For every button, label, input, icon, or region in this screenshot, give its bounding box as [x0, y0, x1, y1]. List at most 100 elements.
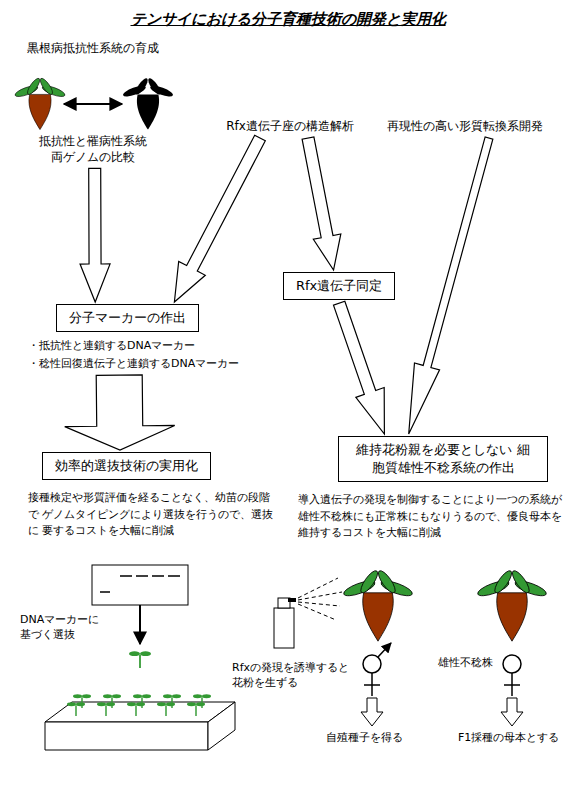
flower-symbol — [361, 643, 391, 726]
susceptible-beet — [137, 94, 159, 129]
seedling-tray — [45, 722, 208, 750]
spray-bottle — [298, 592, 342, 600]
seedling — [163, 694, 172, 698]
process-box: 分子マーカーの作出・抵抗性と連鎖するDNAマーカー・稔性回復遺伝子と連鎖するDN… — [28, 304, 268, 372]
spray-bottle — [298, 602, 340, 606]
diagram-title: テンサイにおける分子育種技術の開発と実用化 — [0, 10, 576, 29]
flow-connector — [174, 135, 265, 302]
female-symbol — [504, 684, 520, 686]
seedling — [165, 705, 166, 716]
seedling — [140, 651, 151, 656]
source-heading: 再現性の高い形質転換系開発 — [385, 118, 545, 135]
seedling — [157, 702, 175, 716]
genotype-sheet — [92, 565, 188, 644]
note-label: Rfxの発現を誘導すると 花粉を生ずる — [232, 660, 358, 691]
seedling — [193, 694, 202, 698]
genotype-sheet — [92, 565, 188, 605]
seedling-tray — [208, 702, 235, 750]
seedling — [127, 702, 136, 706]
seedling — [127, 702, 145, 716]
seedling — [166, 702, 175, 706]
seedling — [133, 694, 142, 698]
seedling — [82, 694, 91, 698]
hollow-arrow — [174, 135, 265, 302]
seedling — [67, 702, 85, 716]
source-heading: 黒根病抵抗性系統の育成抵抗性と罹病性系統 両ゲノムの比較 — [8, 40, 178, 165]
seedling — [67, 702, 76, 706]
flower-symbol — [361, 698, 383, 726]
seedling — [135, 705, 136, 716]
seedling — [139, 655, 141, 668]
flower-symbol — [363, 655, 381, 673]
flow-connector — [80, 168, 110, 302]
spray-bottle — [274, 608, 294, 648]
node-text: 抵抗性と罹病性系統 両ゲノムの比較 — [35, 133, 151, 165]
fertile-beet — [342, 568, 414, 641]
sterile-beet — [476, 568, 548, 641]
node-text: 接種検定や形質評価を経ることなく、幼苗の段階で ゲノムタイピングにより選抜を行う… — [28, 490, 280, 540]
spray-bottle — [298, 604, 336, 620]
seedling — [136, 702, 145, 706]
box-title: 分子マーカーの作出 — [56, 304, 199, 332]
spray-bottle — [298, 578, 338, 598]
process-box: 維持花粉親を必要としない 細胞質雄性不稔系統の作出導入遺伝子の発現を制御すること… — [298, 436, 568, 542]
flow-connector — [65, 375, 175, 450]
susceptible-beet — [133, 77, 149, 96]
seedling — [202, 694, 211, 698]
flow-connector — [302, 137, 341, 270]
resistant-beet — [14, 77, 66, 130]
female-symbol — [501, 655, 523, 726]
source-heading: Rfx遺伝子座の構造解析 — [215, 118, 365, 135]
seedling — [97, 702, 115, 716]
genotype-sheet — [100, 591, 110, 593]
seedling — [106, 702, 115, 706]
hollow-arrow — [409, 137, 493, 434]
genotype-sheet — [139, 605, 141, 644]
node-text: 再現性の高い形質転換系開発 — [385, 118, 545, 135]
seedling — [75, 705, 76, 716]
node-text: 黒根病抵抗性系統の育成 — [8, 40, 178, 57]
node-text: ・抵抗性と連鎖するDNAマーカー — [28, 338, 268, 354]
hollow-arrow — [65, 375, 175, 450]
female-symbol — [501, 698, 523, 726]
flow-connector — [333, 301, 384, 434]
susceptible-beet — [146, 77, 162, 96]
box-title: 効率的選抜技術の実用化 — [42, 452, 211, 480]
sterile-beet — [476, 568, 548, 641]
genotype-sheet — [120, 575, 180, 577]
resistant-beet — [14, 77, 66, 130]
seedling-tray — [45, 702, 235, 722]
seedling — [112, 694, 121, 698]
seedling — [129, 651, 151, 668]
seedling — [142, 694, 151, 698]
seedling — [157, 702, 166, 706]
box-title: 維持花粉親を必要としない 細胞質雄性不稔系統の作出 — [338, 436, 548, 482]
note-label: 自殖種子を得る — [326, 730, 426, 745]
seedling — [196, 702, 205, 706]
female-symbol — [503, 655, 521, 673]
node-text: Rfx遺伝子座の構造解析 — [215, 118, 365, 135]
hollow-arrow — [333, 301, 384, 434]
seedling — [103, 694, 112, 698]
susceptible-beet — [122, 77, 174, 130]
fertile-beet — [342, 568, 414, 641]
hollow-arrow — [80, 168, 110, 302]
process-box: 効率的選抜技術の実用化接種検定や形質評価を経ることなく、幼苗の段階で ゲノムタイ… — [28, 452, 280, 540]
node-text: ・稔性回復遺伝子と連鎖するDNAマーカー — [28, 356, 268, 372]
seedling — [129, 651, 140, 656]
spray-bottle — [274, 578, 342, 648]
note-label: DNAマーカーに 基づく選抜 — [20, 612, 108, 643]
seedling — [97, 702, 106, 706]
seedling — [187, 702, 196, 706]
box-title: Rfx遺伝子同定 — [283, 272, 395, 300]
seedling — [172, 694, 181, 698]
flower-symbol — [378, 643, 391, 657]
seedling — [187, 702, 205, 716]
note-label: F1採種の母本とする — [458, 730, 570, 745]
compare-arrow — [64, 103, 122, 105]
flow-connector — [409, 137, 493, 434]
node-text: 導入遺伝子の発現を制御することにより一つの系統が 雄性不稔株にも正常株にもなりう… — [298, 492, 568, 542]
flower-symbol — [364, 684, 380, 686]
seedling — [195, 705, 196, 716]
